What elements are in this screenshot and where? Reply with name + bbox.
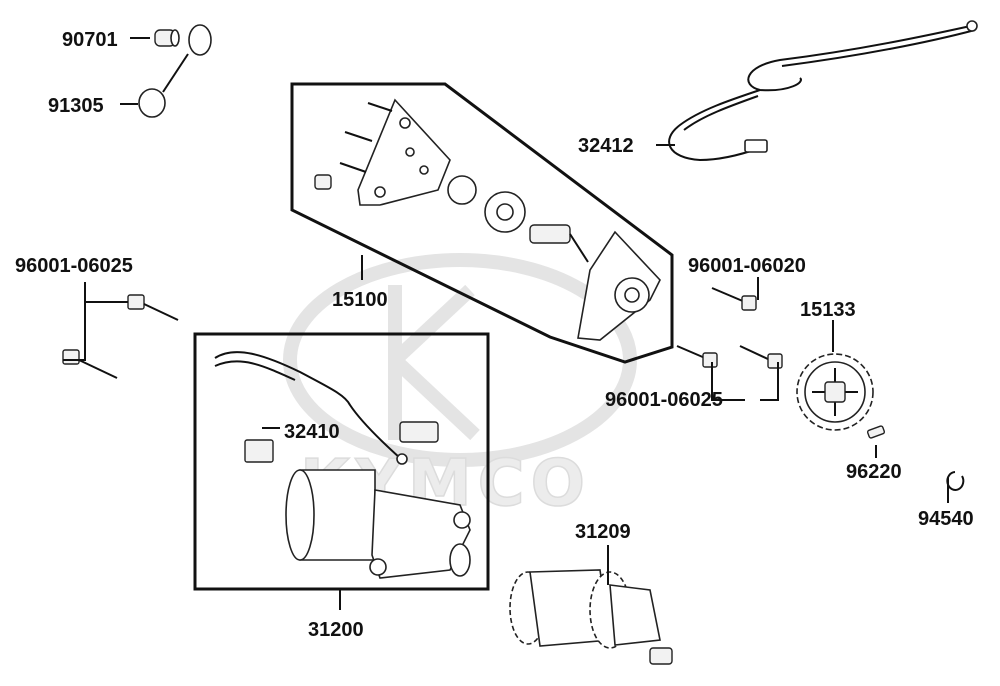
callout-15133: 15133 xyxy=(800,299,856,321)
assembly-box-15100 xyxy=(290,82,674,364)
key-96220-part xyxy=(866,425,886,439)
bracket-plate-part xyxy=(357,98,451,206)
callout-32410: 32410 xyxy=(284,421,340,443)
callout-31200: 31200 xyxy=(308,619,364,641)
callout-94540: 94540 xyxy=(918,508,974,530)
assembly-box-31200 xyxy=(193,332,490,591)
cable-32412-part xyxy=(668,20,978,162)
callout-96001-06020: 96001-06020 xyxy=(688,255,806,277)
clip-94540-part xyxy=(946,471,965,491)
callout-91305: 91305 xyxy=(48,95,104,117)
o-ring-91305-part xyxy=(138,24,212,118)
sprocket-15133-part xyxy=(796,353,874,431)
cap-90701-part xyxy=(154,29,180,47)
clutch-gear-part xyxy=(447,175,589,263)
callout-90701: 90701 xyxy=(62,29,118,51)
callout-32412: 32412 xyxy=(578,135,634,157)
callout-31209: 31209 xyxy=(575,521,631,543)
callout-96001-06025-right: 96001-06025 xyxy=(605,389,723,411)
starter-motor-part xyxy=(285,469,471,579)
callout-15100: 15100 xyxy=(332,289,388,311)
bolts-96001-06025-left-part xyxy=(62,294,179,379)
starter-drive-31209-part xyxy=(509,569,673,665)
housing-plate-part xyxy=(577,230,661,341)
bolts-96001-right-part xyxy=(676,287,783,369)
leader-lines xyxy=(63,37,949,610)
bolts-15100-part xyxy=(314,102,393,190)
harness-32410-part xyxy=(214,351,439,465)
callout-96220: 96220 xyxy=(846,461,902,483)
callout-96001-06025-left: 96001-06025 xyxy=(15,255,133,277)
